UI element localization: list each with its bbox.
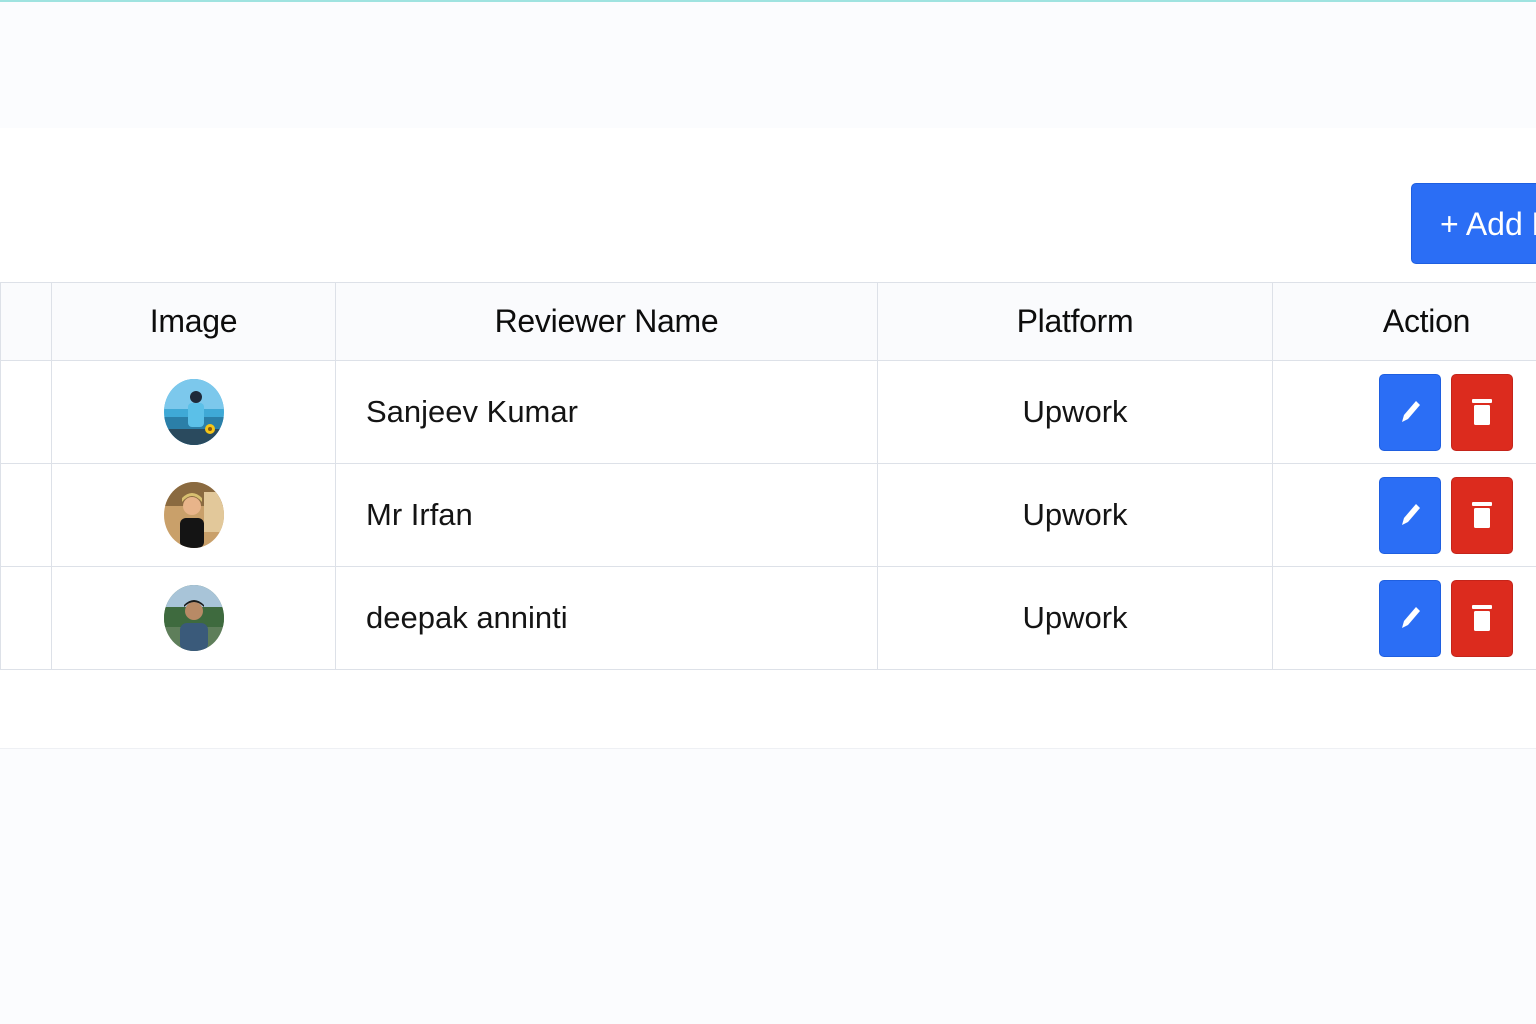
avatar: [163, 482, 224, 548]
top-accent-line: [0, 0, 1536, 2]
reviews-card: + Add R Image Reviewer Name Platform Act…: [0, 128, 1536, 749]
trash-icon: [1472, 605, 1492, 631]
table-row: deepak anninti Upwork: [0, 566, 1536, 670]
platform-cell: Upwork: [877, 463, 1273, 567]
reviewer-name-cell: Mr Irfan: [335, 463, 878, 567]
reviewer-name-cell: Sanjeev Kumar: [335, 360, 878, 464]
edit-button[interactable]: [1379, 476, 1441, 554]
image-cell: [51, 566, 336, 670]
row-index-cell: [0, 463, 52, 567]
row-index-cell: [0, 360, 52, 464]
trash-icon: [1472, 399, 1492, 425]
action-cell: [1272, 463, 1536, 567]
delete-button[interactable]: [1451, 373, 1513, 451]
reviewer-name-cell: deepak anninti: [335, 566, 878, 670]
pencil-icon: [1402, 504, 1420, 525]
column-header-reviewer-name: Reviewer Name: [335, 282, 878, 361]
avatar: [163, 379, 224, 445]
platform-cell: Upwork: [877, 360, 1273, 464]
column-header-image: Image: [51, 282, 336, 361]
trash-icon: [1472, 502, 1492, 528]
table-row: Sanjeev Kumar Upwork: [0, 360, 1536, 464]
reviews-table: Image Reviewer Name Platform Action: [0, 282, 1536, 670]
column-header-action: Action: [1272, 282, 1536, 361]
add-review-button[interactable]: + Add R: [1411, 183, 1536, 264]
column-header-platform: Platform: [877, 282, 1273, 361]
row-index-cell: [0, 566, 52, 670]
edit-button[interactable]: [1379, 579, 1441, 657]
page-header-band: [0, 2, 1536, 128]
avatar: [163, 585, 224, 651]
table-row: Mr Irfan Upwork: [0, 463, 1536, 567]
action-cell: [1272, 360, 1536, 464]
pencil-icon: [1402, 401, 1420, 422]
action-cell: [1272, 566, 1536, 670]
platform-cell: Upwork: [877, 566, 1273, 670]
delete-button[interactable]: [1451, 579, 1513, 657]
image-cell: [51, 463, 336, 567]
delete-button[interactable]: [1451, 476, 1513, 554]
pencil-icon: [1402, 607, 1420, 628]
edit-button[interactable]: [1379, 373, 1441, 451]
table-header-row: Image Reviewer Name Platform Action: [0, 282, 1536, 361]
image-cell: [51, 360, 336, 464]
column-header-index: [0, 282, 52, 361]
